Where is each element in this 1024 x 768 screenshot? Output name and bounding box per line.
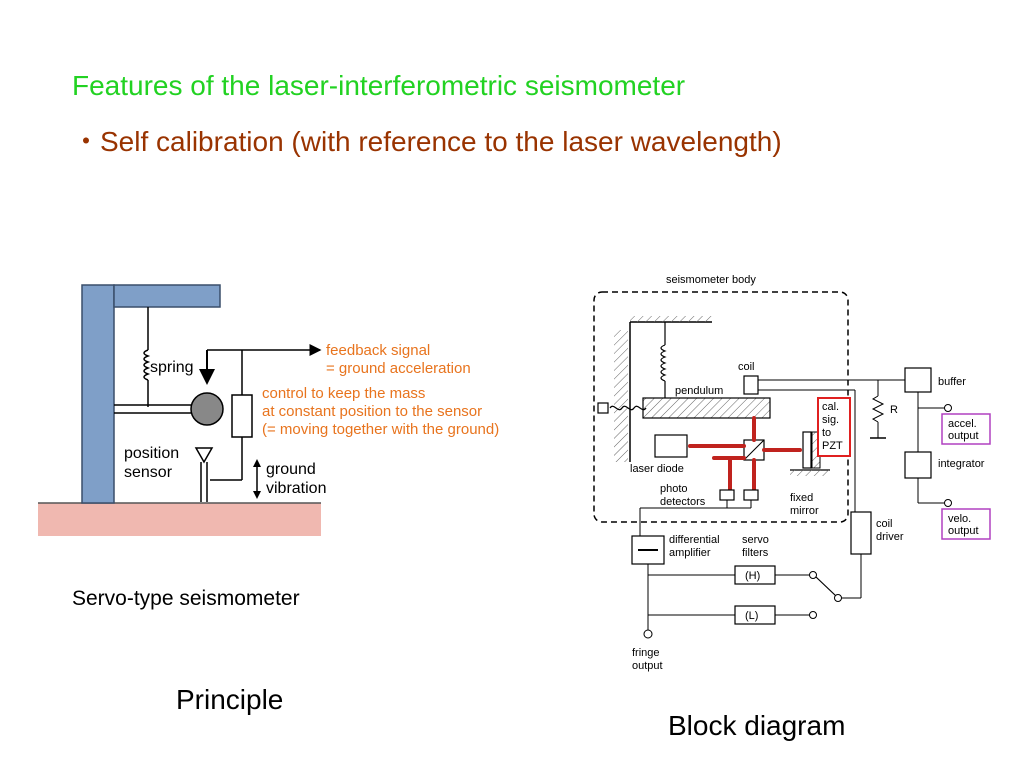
label-ground: ground <box>266 461 316 478</box>
label-photo: photo <box>660 483 688 495</box>
slide-subtitle: ・Self calibration (with reference to the… <box>72 126 782 157</box>
accel-output-highlight <box>941 413 991 445</box>
label-sensor: sensor <box>124 464 173 481</box>
label-control-3: (= moving together with the ground) <box>262 421 499 438</box>
label-vibration: vibration <box>266 480 326 497</box>
photo-detector-2 <box>743 489 759 501</box>
label-pzt: PZT <box>822 440 843 452</box>
fixed-mirror <box>802 431 812 469</box>
label-servo: servo <box>742 534 769 546</box>
label-coil: coil <box>738 361 755 373</box>
label-position: position <box>124 445 179 462</box>
caption-principle: Principle <box>176 684 284 715</box>
label-mirror: mirror <box>790 505 819 517</box>
label-filters: filters <box>742 547 769 559</box>
label-control-1: control to keep the mass <box>262 385 425 402</box>
seismometer-body-box <box>593 291 849 523</box>
label-buffer: buffer <box>938 376 966 388</box>
laser-beam-path <box>688 416 802 492</box>
frame-pillar <box>81 284 115 504</box>
ground-surface <box>38 503 321 536</box>
label-feedback-2: = ground acceleration <box>326 360 471 377</box>
coil-resistor-box <box>231 394 253 438</box>
frame-top-beam <box>113 284 221 308</box>
label-fixed: fixed <box>790 492 813 504</box>
block-diagram: seismometer body pendulum coil laser dio… <box>593 274 991 672</box>
caption-block-diagram: Block diagram <box>668 710 846 741</box>
figure-title-servo: Servo-type seismometer <box>72 587 300 610</box>
label-coil-driver-1: coil <box>876 518 893 530</box>
label-sig: sig. <box>822 414 839 426</box>
buffer-box <box>904 367 932 393</box>
label-accel: accel. <box>948 418 977 430</box>
pendulum-bar <box>642 397 771 419</box>
label-r: R <box>890 404 898 416</box>
label-velo-output: output <box>948 525 979 537</box>
slide-title: Features of the laser-interferometric se… <box>72 70 686 101</box>
label-velo: velo. <box>948 513 971 525</box>
label-cal: cal. <box>822 401 839 413</box>
spring-icon <box>660 344 667 382</box>
coil-driver-box <box>850 511 872 555</box>
velo-output-highlight <box>941 508 991 540</box>
hinge-spring-icon <box>609 405 647 411</box>
position-sensor-icon <box>194 447 214 464</box>
cal-signal-box <box>817 397 851 457</box>
spring-icon <box>143 349 151 381</box>
laser-diode-box <box>654 434 688 458</box>
label-differential: differential <box>669 534 720 546</box>
label-spring: spring <box>150 359 194 376</box>
mass-ball <box>190 392 224 426</box>
label-feedback-1: feedback signal <box>326 342 430 359</box>
label-fringe-output: output <box>632 660 663 672</box>
label-detectors: detectors <box>660 496 706 508</box>
principle-figure: spring position sensor feedback signal =… <box>38 284 499 610</box>
label-pendulum: pendulum <box>675 385 723 397</box>
filter-switch <box>815 576 837 597</box>
label-control-2: at constant position to the sensor <box>262 403 482 420</box>
resistor-icon <box>871 395 885 423</box>
label-accel-output: output <box>948 430 979 442</box>
label-seismometer-body: seismometer body <box>666 274 756 286</box>
label-amplifier: amplifier <box>669 547 711 559</box>
label-integrator: integrator <box>938 458 985 470</box>
integrator-box <box>904 451 932 479</box>
photo-detector-1 <box>719 489 735 501</box>
label-filter-h: (H) <box>745 570 760 582</box>
coil-box <box>743 375 759 395</box>
label-laser-diode: laser diode <box>630 463 684 475</box>
label-coil-driver-2: driver <box>876 531 904 543</box>
label-to: to <box>822 427 831 439</box>
label-fringe: fringe <box>632 647 660 659</box>
label-filter-l: (L) <box>745 610 758 622</box>
